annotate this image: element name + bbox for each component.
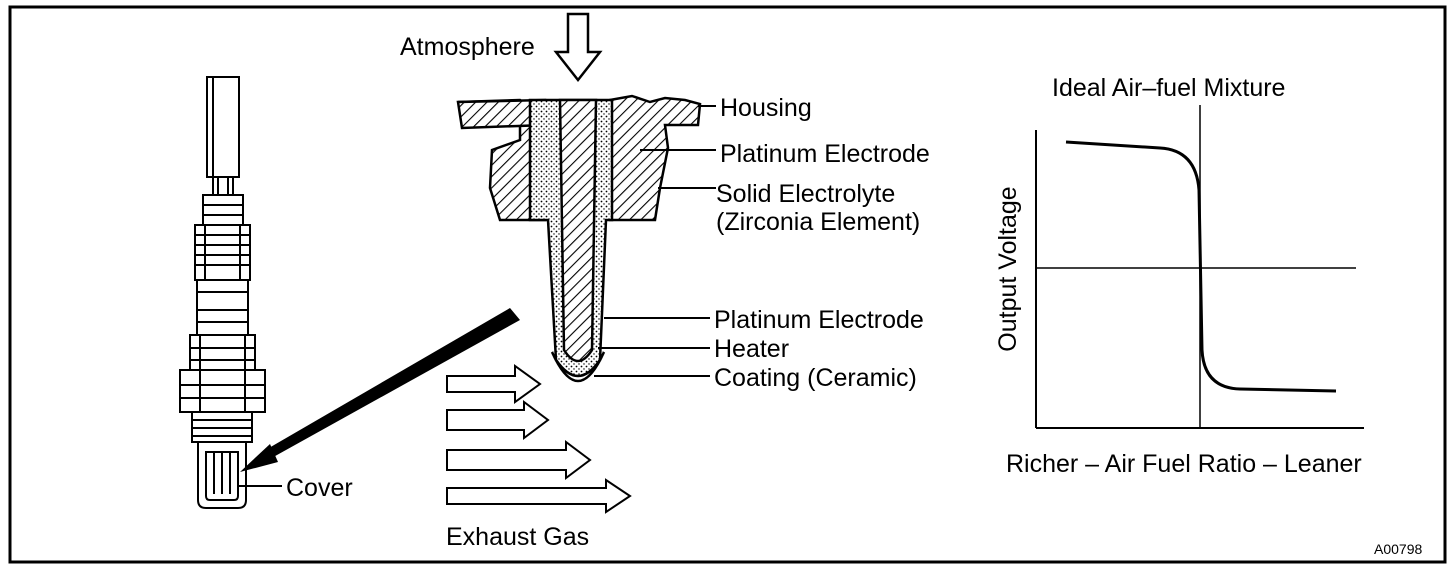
cutaway-leader-lines (594, 105, 716, 377)
platinum-electrode-top-label: Platinum Electrode (720, 140, 930, 168)
atmosphere-arrow (553, 12, 603, 83)
cutaway-pointer-arrow (240, 308, 520, 472)
graph-title: Ideal Air–fuel Mixture (1052, 74, 1286, 102)
graph-y-axis-label: Output Voltage (994, 186, 1022, 352)
coating-tip (550, 351, 606, 383)
coating-label: Coating (Ceramic) (714, 364, 917, 392)
cover-label: Cover (286, 474, 353, 502)
oxygen-sensor-illustration (179, 76, 266, 509)
atmosphere-label: Atmosphere (400, 33, 535, 61)
solid-electrolyte-label: Solid Electrolyte (716, 180, 896, 208)
graph-x-axis-label: Richer – Air Fuel Ratio – Leaner (1006, 450, 1362, 478)
housing-label: Housing (720, 94, 812, 122)
heater-label: Heater (714, 335, 790, 363)
figure-border (8, 5, 1447, 564)
platinum-electrode-bottom-label: Platinum Electrode (714, 306, 924, 334)
voltage-graph (1035, 105, 1364, 429)
zirconia-element-label: (Zirconia Element) (716, 208, 921, 236)
figure-code: A00798 (1374, 541, 1423, 557)
exhaust-gas-arrows (446, 364, 632, 514)
exhaust-gas-label: Exhaust Gas (446, 523, 590, 551)
heater-core (558, 98, 598, 363)
graph-voltage-curve (1065, 140, 1337, 393)
